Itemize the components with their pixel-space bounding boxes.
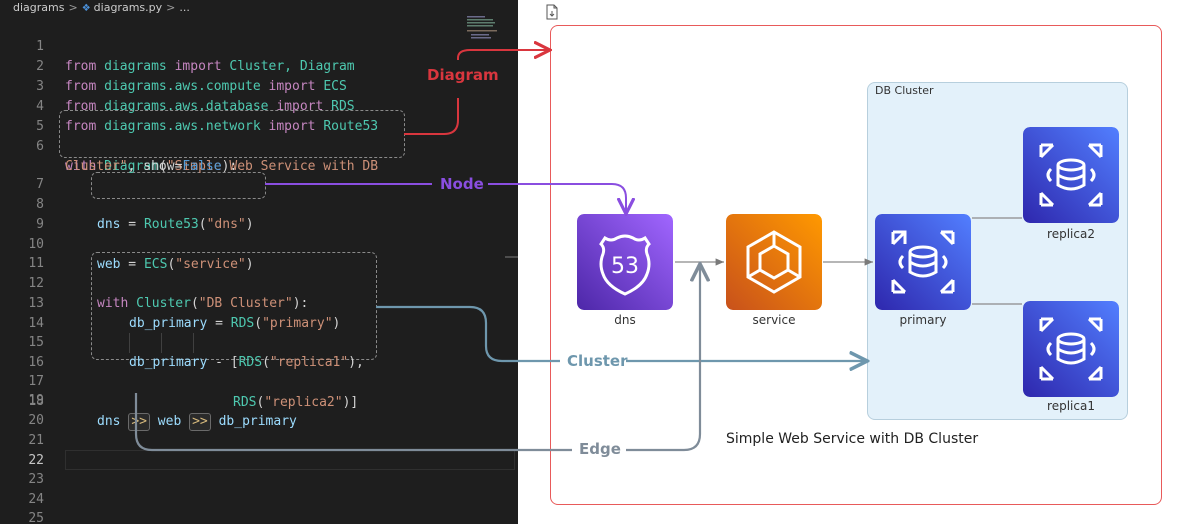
- line-number: 1: [36, 39, 44, 54]
- code-line[interactable]: 22: [0, 451, 518, 471]
- route53-badge-text: 53: [611, 254, 639, 279]
- line-number: 2: [36, 59, 44, 74]
- code-line[interactable]: 7: [0, 155, 518, 192]
- python-file-icon: ❖: [81, 3, 91, 14]
- diagram-annotation-label: Diagram: [427, 66, 499, 84]
- code-line[interactable]: 8 dns = Route53("dns"): [0, 175, 518, 232]
- edge-annotation-label: Edge: [579, 440, 621, 458]
- line-number: 11: [28, 256, 44, 271]
- line-number: 5: [36, 119, 44, 134]
- ecs-icon[interactable]: [726, 214, 822, 310]
- node-label-primary: primary: [899, 313, 947, 327]
- breadcrumb-file[interactable]: diagrams.py: [93, 1, 163, 14]
- diagram-frame: [550, 25, 1162, 505]
- breadcrumb-folder[interactable]: diagrams: [13, 1, 65, 14]
- code-line[interactable]: 12 with Cluster("DB Cluster"):: [0, 254, 518, 311]
- line-number: 8: [36, 197, 44, 212]
- line-number: 3: [36, 79, 44, 94]
- rds-replica2-icon[interactable]: [1023, 127, 1119, 223]
- line-number: 9: [36, 217, 44, 232]
- line-number: 7: [36, 177, 44, 192]
- code-line[interactable]: 3 from diagrams.aws.database import RDS: [0, 57, 518, 114]
- code-line[interactable]: 25: [0, 509, 518, 524]
- scrollbar[interactable]: [505, 256, 518, 258]
- node-label-service: service: [752, 313, 796, 327]
- code-line[interactable]: 6 with Diagram("Simple Web Service with …: [0, 117, 518, 174]
- line-number: 15: [28, 335, 44, 350]
- open-file-icon[interactable]: [544, 4, 560, 20]
- node-label-dns: dns: [614, 313, 636, 327]
- code-line[interactable]: Cluster", show=False):: [65, 159, 238, 174]
- breadcrumb-more[interactable]: ...: [179, 1, 190, 14]
- cluster-label: DB Cluster: [875, 84, 934, 97]
- line-number: 24: [28, 492, 44, 507]
- line-number-current: 22: [28, 453, 44, 468]
- rds-primary-icon[interactable]: [875, 214, 971, 310]
- code-line[interactable]: 11: [0, 234, 518, 271]
- node-label-replica1: replica1: [1047, 399, 1095, 413]
- chevron-right-icon: >: [166, 1, 176, 14]
- line-number: 10: [28, 237, 44, 252]
- line-number: 17: [28, 374, 44, 389]
- rds-replica1-icon[interactable]: [1023, 301, 1119, 397]
- code-line[interactable]: 4 from diagrams.aws.network import Route…: [0, 77, 518, 134]
- code-line[interactable]: 1 from diagrams import Cluster, Diagram: [0, 17, 518, 74]
- line-number: 13: [28, 296, 44, 311]
- code-line[interactable]: 10 web = ECS("service"): [0, 215, 518, 272]
- chevron-right-icon: >: [68, 1, 78, 14]
- node-annotation-label: Node: [440, 175, 484, 193]
- code-line[interactable]: 19: [0, 391, 518, 411]
- line-number: 16: [28, 355, 44, 370]
- code-line[interactable]: 24: [0, 490, 518, 510]
- code-line[interactable]: 13 db_primary = RDS("primary"): [0, 274, 518, 331]
- line-number: 12: [28, 276, 44, 291]
- cluster-annotation-label: Cluster: [567, 352, 628, 370]
- code-line[interactable]: 23: [0, 470, 518, 490]
- code-line[interactable]: 17: [0, 352, 518, 389]
- code-line[interactable]: 20: [0, 411, 518, 431]
- node-label-replica2: replica2: [1047, 227, 1095, 241]
- code-line[interactable]: 14: [0, 294, 518, 331]
- line-number: 18: [28, 394, 44, 409]
- diagram-caption: Simple Web Service with DB Cluster: [726, 431, 979, 447]
- code-line[interactable]: 15 db_primary - [RDS("replica1"),: [0, 313, 518, 370]
- minimap[interactable]: [465, 14, 501, 40]
- line-number: 6: [36, 139, 44, 154]
- line-number: 25: [28, 511, 44, 524]
- line-number: 4: [36, 99, 44, 114]
- line-number: 19: [28, 393, 44, 408]
- line-number: 14: [28, 316, 44, 331]
- line-number: 21: [28, 433, 44, 448]
- line-number: 20: [28, 413, 44, 428]
- code-line[interactable]: 5: [0, 97, 518, 134]
- line-number: 23: [28, 472, 44, 487]
- code-line[interactable]: 9: [0, 195, 518, 232]
- node-code-box: [91, 172, 266, 199]
- breadcrumb: diagrams>❖diagrams.py>...: [0, 0, 518, 16]
- code-line[interactable]: 2 from diagrams.aws.compute import ECS: [0, 37, 518, 94]
- route53-icon[interactable]: 53: [577, 214, 673, 310]
- code-line[interactable]: 21: [0, 431, 518, 451]
